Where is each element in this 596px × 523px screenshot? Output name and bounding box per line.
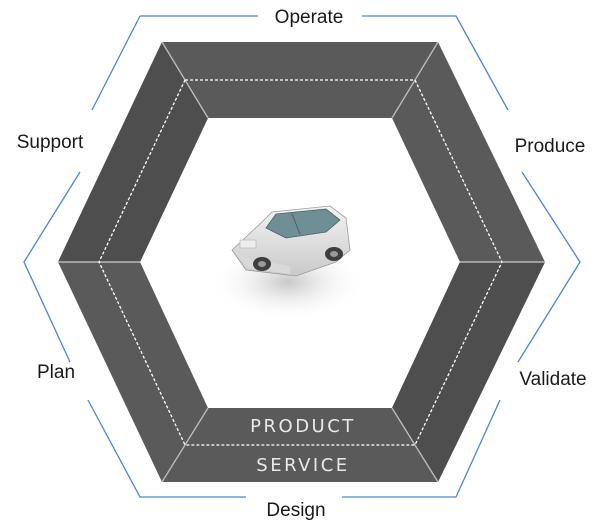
stage-label-plan: Plan <box>37 362 75 383</box>
ring-label-product: PRODUCT <box>250 416 356 437</box>
ring-divider <box>98 79 503 446</box>
band-shade-right <box>392 262 545 482</box>
stage-label-operate: Operate <box>275 7 344 28</box>
stage-label-design: Design <box>266 500 325 521</box>
outer-outline <box>23 15 581 498</box>
band-shade-left <box>58 42 208 262</box>
stage-label-produce: Produce <box>515 136 586 157</box>
stage-label-support: Support <box>17 132 84 153</box>
car-image <box>210 205 366 322</box>
ring-label-service: SERVICE <box>256 455 349 476</box>
stage-label-validate: Validate <box>519 369 586 390</box>
